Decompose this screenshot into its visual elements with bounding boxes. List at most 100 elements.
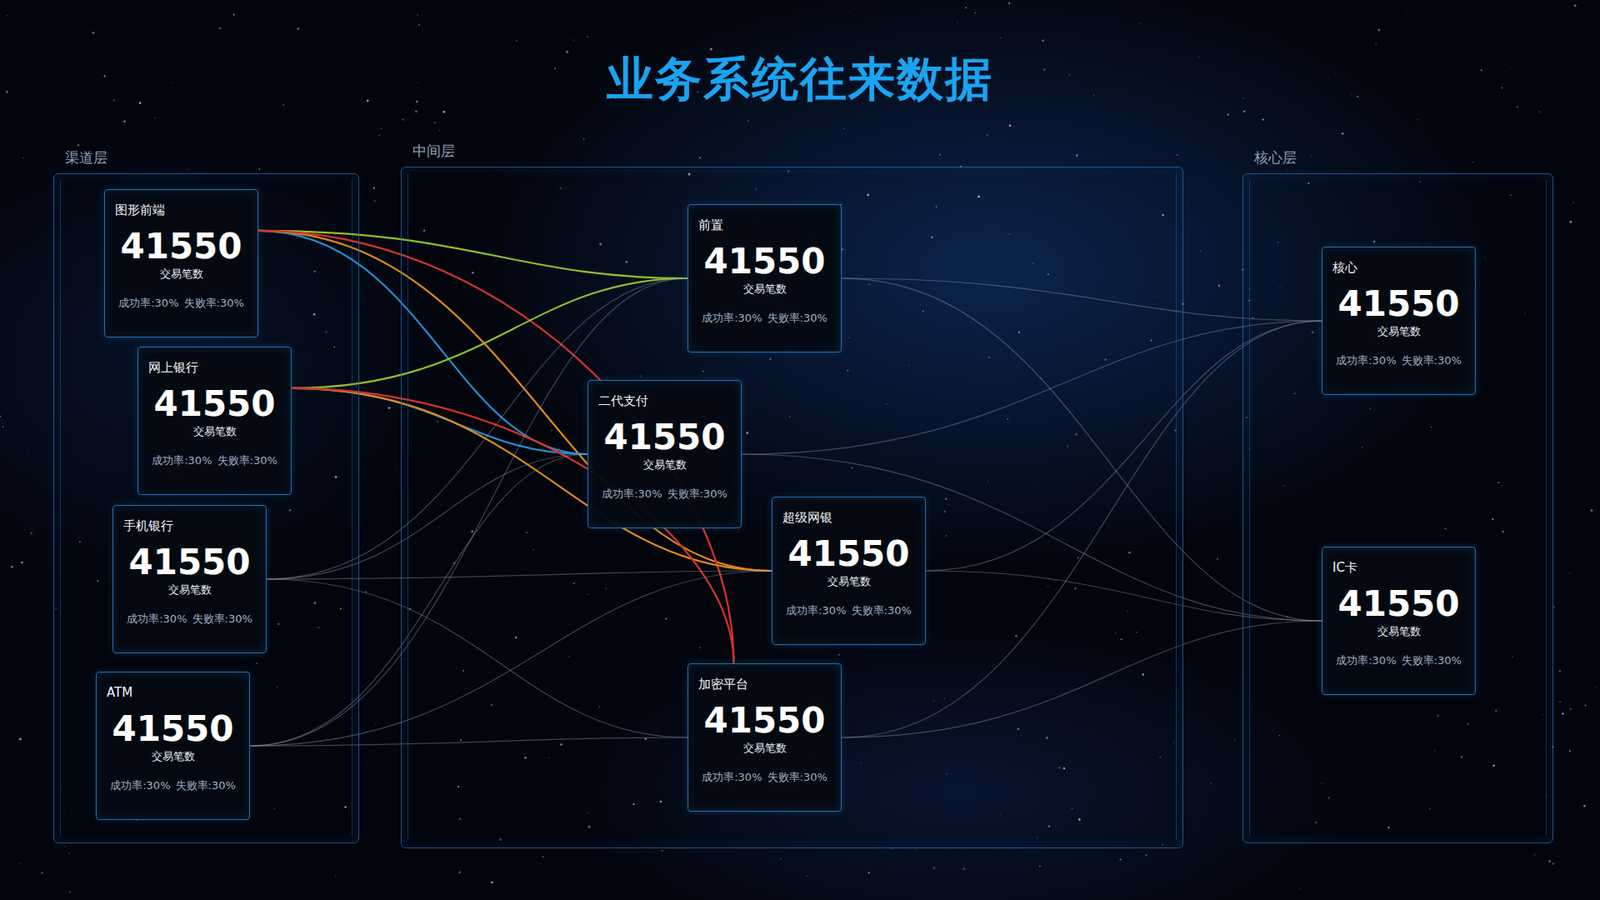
- star: [1141, 673, 1145, 676]
- star: [1113, 296, 1115, 298]
- star: [0, 415, 1, 418]
- star: [499, 343, 501, 345]
- flow-connector: [258, 230, 588, 455]
- star: [1480, 69, 1483, 71]
- star: [962, 867, 965, 870]
- star: [661, 850, 664, 852]
- star: [470, 530, 474, 533]
- star: [4, 467, 6, 470]
- star: [1350, 93, 1352, 95]
- star: [55, 607, 58, 610]
- star: [702, 370, 704, 372]
- star: [417, 82, 419, 84]
- count-unit: 交易笔数: [106, 749, 240, 765]
- star: [1161, 214, 1165, 217]
- star: [515, 636, 518, 640]
- star: [1444, 527, 1446, 530]
- star: [1000, 814, 1001, 815]
- star: [76, 144, 80, 147]
- star: [1198, 56, 1200, 58]
- star: [956, 22, 959, 25]
- star: [1516, 106, 1519, 109]
- star: [1216, 558, 1219, 560]
- system-box: 二代支付41550交易笔数成功率:30%失败率:30%: [587, 380, 742, 529]
- system-box: 网上银行41550交易笔数成功率:30%失败率:30%: [137, 346, 292, 495]
- star: [1321, 783, 1323, 785]
- star: [1015, 635, 1017, 637]
- star: [1063, 767, 1065, 770]
- star: [1251, 706, 1254, 709]
- star: [550, 430, 553, 432]
- star: [443, 110, 446, 114]
- star: [448, 375, 450, 377]
- star: [1036, 602, 1038, 604]
- star: [1006, 418, 1009, 420]
- star: [605, 588, 607, 590]
- star: [1199, 121, 1200, 123]
- star: [1510, 67, 1511, 69]
- star: [22, 157, 25, 160]
- rate-text: 成功率:30%: [601, 486, 662, 502]
- star: [1234, 739, 1236, 741]
- star: [1569, 220, 1572, 224]
- rate-text: 成功率:30%: [126, 611, 187, 627]
- star: [737, 529, 740, 531]
- star: [710, 48, 713, 51]
- star: [1369, 407, 1371, 410]
- star: [459, 817, 462, 820]
- star: [533, 549, 535, 550]
- count-unit: 交易笔数: [698, 281, 831, 297]
- star: [583, 138, 585, 140]
- star: [323, 156, 325, 159]
- count-unit: 交易笔数: [1332, 624, 1465, 640]
- star: [471, 271, 475, 275]
- system-box: 手机银行41550交易笔数成功率:30%失败率:30%: [112, 505, 267, 654]
- star: [699, 156, 701, 159]
- star: [1472, 161, 1474, 163]
- star: [938, 375, 940, 377]
- star: [1074, 106, 1075, 108]
- star: [282, 104, 285, 106]
- star: [317, 626, 320, 630]
- star: [1311, 330, 1315, 334]
- star: [598, 705, 600, 708]
- star: [945, 498, 947, 500]
- star: [20, 561, 24, 565]
- star: [490, 881, 494, 885]
- star: [1497, 481, 1500, 484]
- rate-row: 成功率:30%失败率:30%: [115, 295, 248, 311]
- star: [1590, 509, 1593, 511]
- transaction-count: 41550: [698, 241, 831, 282]
- star: [843, 128, 845, 130]
- star: [375, 723, 377, 725]
- star: [660, 800, 662, 803]
- count-unit: 交易笔数: [598, 457, 731, 473]
- star: [1093, 95, 1095, 96]
- star: [365, 765, 367, 767]
- star: [1310, 155, 1312, 156]
- transaction-count: 41550: [782, 534, 915, 575]
- star: [415, 110, 418, 113]
- star: [335, 875, 336, 876]
- star: [1041, 39, 1045, 42]
- rate-text: 成功率:30%: [1335, 353, 1396, 369]
- node-name: 手机银行: [123, 517, 256, 535]
- star: [1356, 95, 1359, 98]
- star: [40, 287, 42, 289]
- star: [26, 452, 29, 455]
- star: [1000, 37, 1001, 39]
- star: [1059, 766, 1061, 769]
- count-unit: 交易笔数: [782, 574, 915, 590]
- star: [944, 698, 945, 700]
- star: [1436, 715, 1440, 718]
- star: [1032, 262, 1034, 264]
- star: [965, 6, 967, 9]
- star: [1542, 714, 1544, 715]
- star: [1047, 273, 1050, 275]
- star: [860, 762, 862, 765]
- star: [366, 100, 370, 103]
- star: [846, 370, 849, 372]
- star: [1223, 202, 1225, 204]
- star: [104, 75, 106, 77]
- star: [1046, 585, 1049, 587]
